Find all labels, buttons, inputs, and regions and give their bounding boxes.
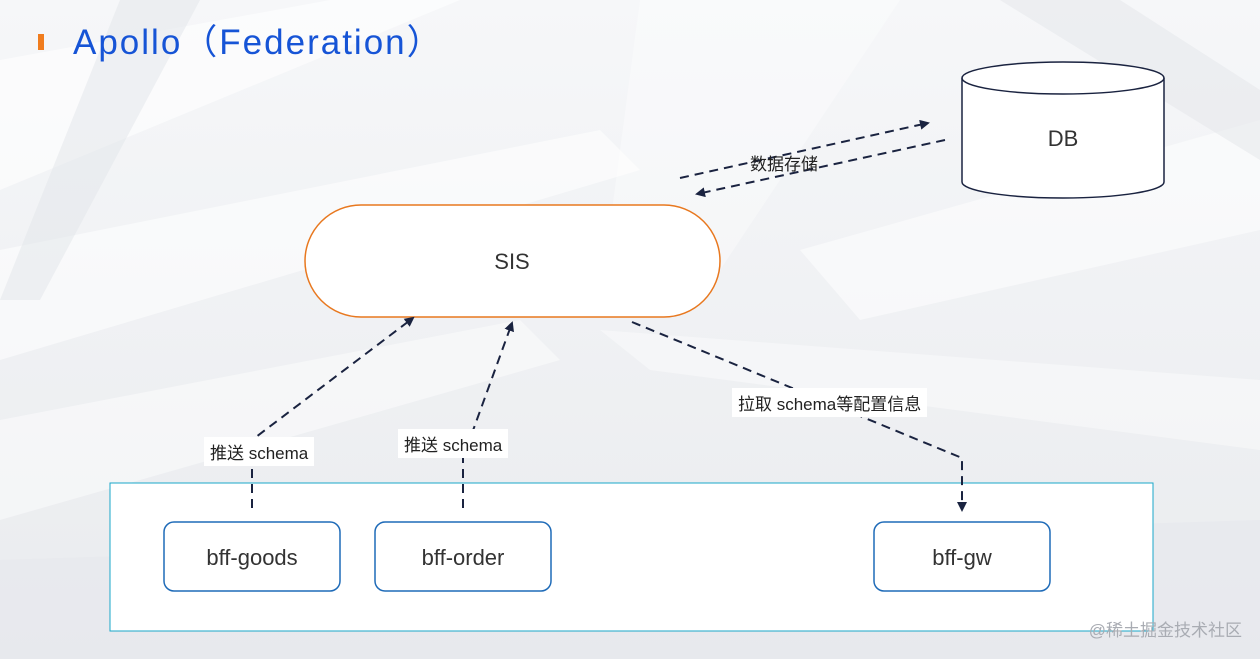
db-node <box>961 61 1165 199</box>
title-marker <box>38 34 44 50</box>
watermark: @稀土掘金技术社区 <box>1088 621 1242 640</box>
bff-gw-label: bff-gw <box>932 545 992 570</box>
edge-label-push-goods: 推送 schema <box>204 437 315 466</box>
edge-label-data-storage: 数据存储 <box>750 155 818 174</box>
arrow-db-to-sis <box>695 139 946 198</box>
sis-node <box>304 204 721 318</box>
arrow-goods-to-sis <box>251 316 415 508</box>
sis-label: SIS <box>494 249 530 274</box>
arrow-order-to-sis <box>462 321 514 508</box>
db-label: DB <box>1047 126 1079 151</box>
bff-goods-node <box>163 521 341 592</box>
edge-label-pull-config: 拉取 schema等配置信息 <box>732 388 928 417</box>
bff-order-label: bff-order <box>421 545 505 570</box>
bff-goods-label: bff-goods <box>206 545 298 570</box>
arrow-sis-to-db <box>679 119 930 179</box>
page-title: Apollo（Federation） <box>73 23 444 62</box>
arrow-sis-to-gw <box>631 321 967 512</box>
bff-gw-node <box>873 521 1051 592</box>
bff-order-node <box>374 521 552 592</box>
edge-label-push-order: 推送 schema <box>398 429 509 458</box>
